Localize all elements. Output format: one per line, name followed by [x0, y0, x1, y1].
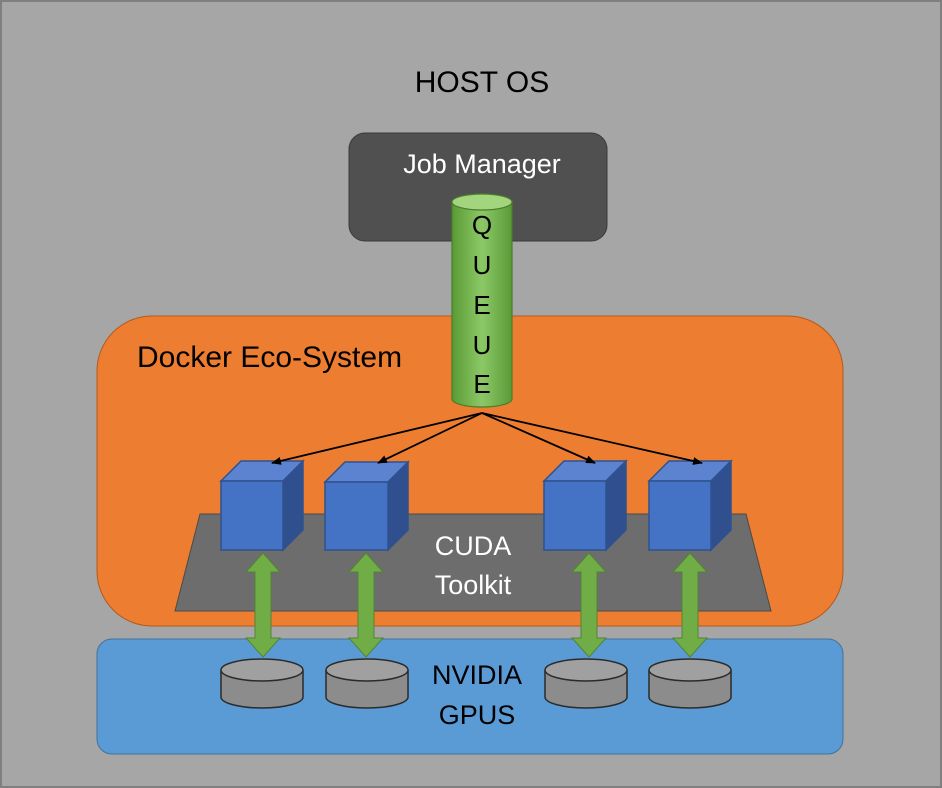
dispatch-arrow-1	[271, 412, 483, 465]
nvidia-gpus-label-line2: GPUS	[439, 700, 516, 730]
dispatch-arrows	[271, 412, 703, 465]
cuda-toolkit-label-line1: CUDA	[435, 531, 512, 561]
container-cube-1	[219, 459, 305, 552]
gpu-link-arrow-3	[570, 552, 608, 658]
dispatch-arrow-2	[377, 412, 483, 464]
gpu-disk-1	[220, 658, 304, 709]
queue-letter-1: Q	[472, 210, 492, 240]
queue-letter-2: U	[473, 250, 492, 280]
job-manager-label: Job Manager	[403, 149, 561, 179]
dispatch-arrow-3	[481, 412, 596, 464]
queue-cylinder: Q U E U E	[451, 193, 513, 408]
nvidia-gpus-label-line1: NVIDIA	[432, 660, 522, 690]
container-cube-4	[647, 459, 733, 552]
gpu-disk-2	[325, 658, 409, 709]
queue-letter-5: E	[473, 369, 490, 399]
gpu-disk-3	[544, 658, 628, 709]
queue-letter-3: E	[473, 290, 490, 320]
container-cube-3	[542, 459, 628, 552]
queue-letter-4: U	[473, 330, 492, 360]
gpu-link-arrow-4	[671, 552, 709, 658]
gpu-link-arrow-1	[244, 552, 282, 658]
gpu-disk-4	[648, 658, 732, 709]
host-os-label: HOST OS	[415, 66, 549, 99]
gpu-link-arrow-2	[347, 552, 385, 658]
dispatch-arrow-4	[481, 412, 703, 465]
cuda-toolkit-label-line2: Toolkit	[435, 570, 512, 600]
container-cube-2	[323, 460, 410, 552]
docker-ecosystem-label: Docker Eco-System	[137, 341, 402, 374]
